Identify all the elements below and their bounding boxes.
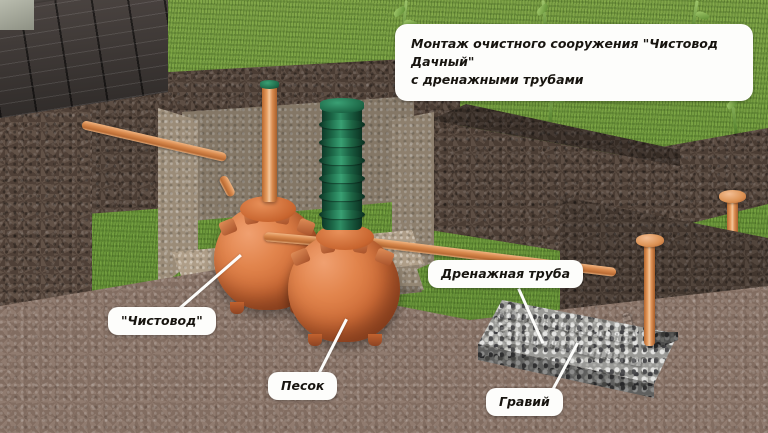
- riser-green-cap: [260, 80, 279, 89]
- green-corrugated-riser: [319, 104, 365, 230]
- septic-tank-chistovod-2: [288, 204, 404, 350]
- label-pesok-text: Песок: [281, 378, 325, 393]
- label-graviy: Гравий: [486, 388, 563, 416]
- label-graviy-text: Гравий: [499, 394, 550, 409]
- label-drenazhnaya-truba: Дренажная труба: [428, 260, 584, 288]
- ventilation-stack-pipe: [644, 240, 655, 346]
- title-card: Монтаж очистного сооружения "Чистовод Да…: [395, 24, 753, 102]
- title-line-1: Монтаж очистного сооружения "Чистовод Да…: [411, 36, 718, 70]
- tank-foot: [230, 302, 244, 314]
- house-stucco-corner: [0, 0, 34, 30]
- riser-ring: [319, 120, 365, 129]
- label-chistovod: "Чистовод": [108, 307, 216, 335]
- riser-ring: [319, 210, 365, 219]
- tank-foot: [308, 334, 322, 346]
- label-pesok: Песок: [268, 372, 338, 400]
- vent-cap: [636, 234, 664, 247]
- orange-inspection-riser: [262, 84, 277, 202]
- riser-ring: [319, 156, 365, 165]
- label-chistovod-text: "Чистовод": [121, 313, 203, 328]
- tank-foot: [368, 334, 382, 346]
- riser-ring: [319, 138, 365, 147]
- title-line-2: с дренажными трубами: [411, 72, 584, 88]
- vent-cap: [719, 190, 746, 203]
- riser-ring: [319, 174, 365, 183]
- label-drenazh-text: Дренажная труба: [441, 266, 571, 281]
- riser-ring: [319, 192, 365, 201]
- green-riser-cap: [320, 98, 364, 113]
